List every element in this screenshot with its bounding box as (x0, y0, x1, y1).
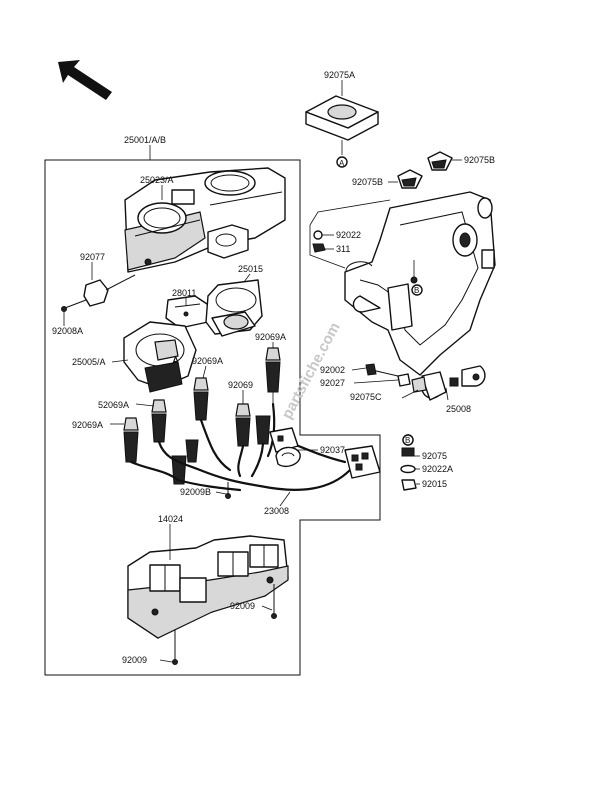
knob-92077 (83, 274, 136, 307)
label-25015: 25015 (238, 264, 263, 274)
label-92022: 92022 (336, 230, 361, 240)
label-92069A-right: 92069A (255, 332, 286, 342)
damper-92075B-right (427, 151, 453, 171)
screw-92009-right (271, 584, 277, 619)
label-25001: 25001/A/B (124, 135, 166, 145)
grommet-92075A (305, 95, 379, 168)
screw-92008A (61, 299, 87, 312)
meter-housing (124, 167, 286, 273)
speedometer-25005: A (123, 321, 197, 393)
label-92008A: 92008A (52, 326, 83, 336)
bulb-socket-52069A (151, 399, 167, 443)
label-92075C: 92075C (350, 392, 382, 402)
label-92069A-left: 92069A (72, 420, 103, 430)
label-25008: 25008 (446, 404, 471, 414)
bulb-socket-92069A-left (123, 417, 139, 463)
bulb-socket-lower-c (185, 439, 199, 463)
label-25005: 25005/A (72, 357, 106, 367)
label-92009-right: 92009 (230, 601, 255, 611)
clamp-92037 (275, 446, 301, 468)
label-92015: 92015 (422, 479, 447, 489)
nut-311 (312, 243, 326, 253)
meter-bracket-25008 (344, 191, 496, 401)
label-92069A-mid: 92069A (192, 356, 223, 366)
label-92009B: 92009B (180, 487, 211, 497)
bracket-28011 (165, 295, 211, 329)
label-25023: 25023/A (140, 175, 174, 185)
callout-a-top: A (339, 159, 345, 168)
label-92075: 92075 (422, 451, 447, 461)
label-92037: 92037 (320, 445, 345, 455)
connector-large (344, 445, 381, 479)
screw-92009B (225, 482, 231, 499)
arrow-icon (58, 60, 112, 100)
nut-92015 (401, 479, 417, 491)
leader-lines (63, 80, 462, 663)
label-92075A: 92075A (324, 70, 355, 80)
label-23008: 23008 (264, 506, 289, 516)
damper-92075B-left (397, 169, 423, 189)
callout-b-frame: B (414, 286, 419, 295)
lower-cover-14024 (127, 535, 289, 639)
label-311: 311 (336, 244, 350, 254)
connector-small (269, 427, 299, 453)
washer-92022 (313, 230, 323, 240)
label-28011: 28011 (172, 288, 196, 298)
label-92069: 92069 (228, 380, 253, 390)
label-92075B-left: 92075B (352, 177, 383, 187)
label-92009-bottom: 92009 (122, 655, 147, 665)
screw-92009-bottom (172, 630, 178, 665)
label-92002: 92002 (320, 365, 345, 375)
bulb-socket-92069 (235, 403, 251, 447)
bulb-socket-lower-b (255, 415, 271, 445)
label-14024: 14024 (158, 514, 183, 524)
label-92022A: 92022A (422, 464, 453, 474)
washer-92022A (400, 464, 416, 474)
callout-b-hw: B (405, 436, 410, 445)
assembly-boundary (44, 159, 381, 676)
callout-a-gauge: A (172, 356, 179, 367)
damper-92075C (411, 376, 427, 393)
callout-b-hw-circle (402, 434, 414, 446)
label-92075B-right: 92075B (464, 155, 495, 165)
wire-harness-23008 (129, 402, 352, 492)
label-52069A: 52069A (98, 400, 129, 410)
bolt-92002 (365, 363, 399, 377)
collar-92027 (397, 373, 411, 387)
bulb-socket-92069A-right (265, 347, 281, 404)
label-92027: 92027 (320, 378, 345, 388)
label-92077: 92077 (80, 252, 105, 262)
tachometer-25015 (205, 279, 263, 337)
bulb-socket-92069A-mid (193, 377, 209, 421)
